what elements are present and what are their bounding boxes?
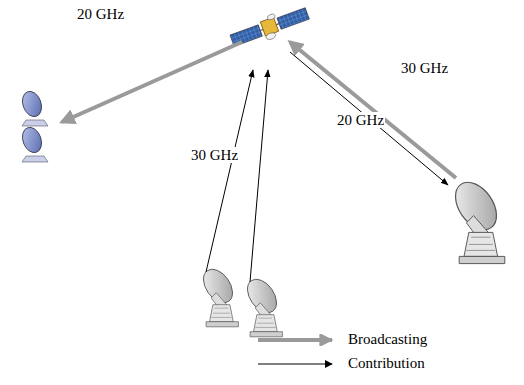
frequency-label: 20 GHz [76, 6, 125, 23]
legend-text: Contribution [348, 355, 425, 371]
frequency-label: 30 GHz [190, 147, 239, 164]
label-text: 20 GHz [336, 112, 385, 128]
label-text: 20 GHz [76, 6, 125, 22]
legend-text: Broadcasting [348, 331, 427, 347]
label-text: 30 GHz [400, 60, 449, 76]
legend-sample [256, 334, 336, 346]
legend-entry: Contribution [348, 355, 425, 372]
frequency-label: 30 GHz [400, 60, 449, 77]
frequency-label: 20 GHz [336, 112, 385, 129]
legend-entry: Broadcasting [348, 331, 427, 348]
legend-sample [256, 358, 336, 370]
label-text: 30 GHz [190, 147, 239, 163]
